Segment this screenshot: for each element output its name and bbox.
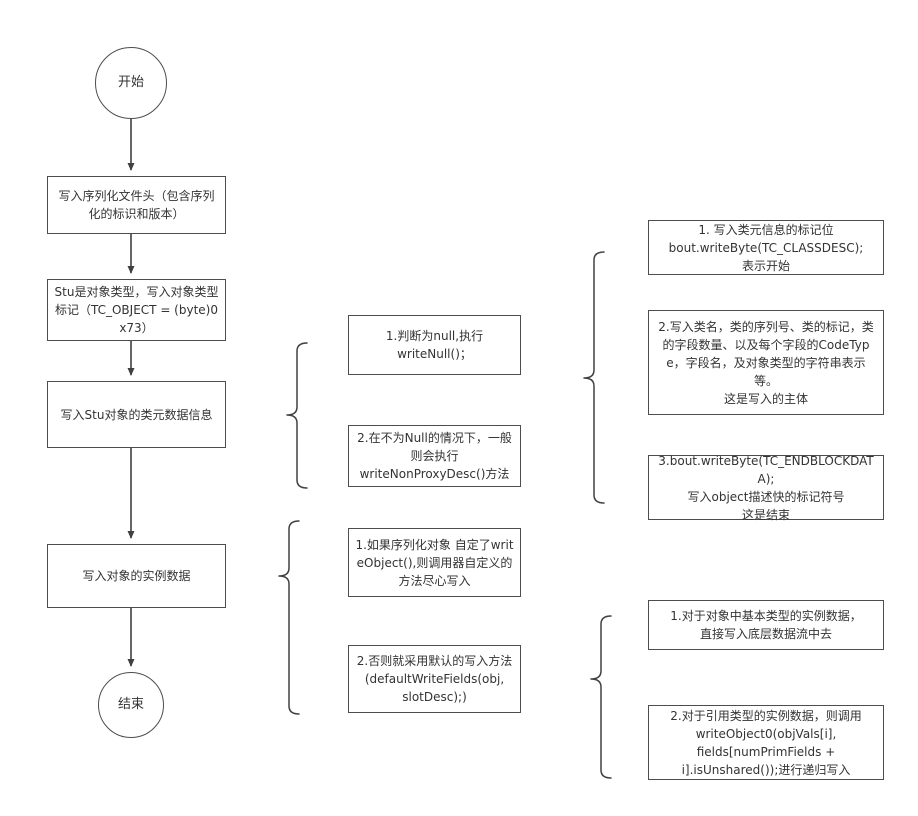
classdesc-step-2: 2.写入类名，类的序列号、类的标记，类的字段数量、以及每个字段的CodeType… <box>648 310 884 415</box>
default-write-primitive: 1.对于对象中基本类型的实例数据， 直接写入底层数据流中去 <box>648 600 884 650</box>
brace-instance-data-details <box>278 520 300 715</box>
classdesc-step-3: 3.bout.writeByte(TC_ENDBLOCKDATA); 写入obj… <box>648 454 884 522</box>
brace-default-write-steps <box>590 615 612 779</box>
step-write-instance-data: 写入对象的实例数据 <box>47 544 226 608</box>
step-write-class-metadata: 写入Stu对象的类元数据信息 <box>47 381 226 448</box>
detail-non-null-case: 2.在不为Null的情况下，一般则会执行 writeNonProxyDesc()… <box>348 425 521 487</box>
detail-custom-writeobject: 1.如果序列化对象 自定了writeObject(),则调用器自定义的方法尽心写… <box>348 528 521 597</box>
brace-classdesc-steps <box>583 251 605 504</box>
step-write-header: 写入序列化文件头（包含序列化的标识和版本） <box>47 176 226 234</box>
detail-null-case: 1.判断为null,执行 writeNull()； <box>348 315 521 375</box>
default-write-reference: 2.对于引用类型的实例数据，则调用 writeObject0(objVals[i… <box>648 705 884 780</box>
start-node: 开始 <box>95 47 167 119</box>
end-node: 结束 <box>98 672 164 738</box>
classdesc-step-1: 1. 写入类元信息的标记位 bout.writeByte(TC_CLASSDES… <box>648 220 884 275</box>
brace-class-metadata-details <box>286 342 308 489</box>
step-write-type-tag: Stu是对象类型，写入对象类型标记（TC_OBJECT = (byte)0x73… <box>47 279 226 341</box>
detail-default-write: 2.否则就采用默认的写入方法 (defaultWriteFields(obj, … <box>348 645 521 713</box>
